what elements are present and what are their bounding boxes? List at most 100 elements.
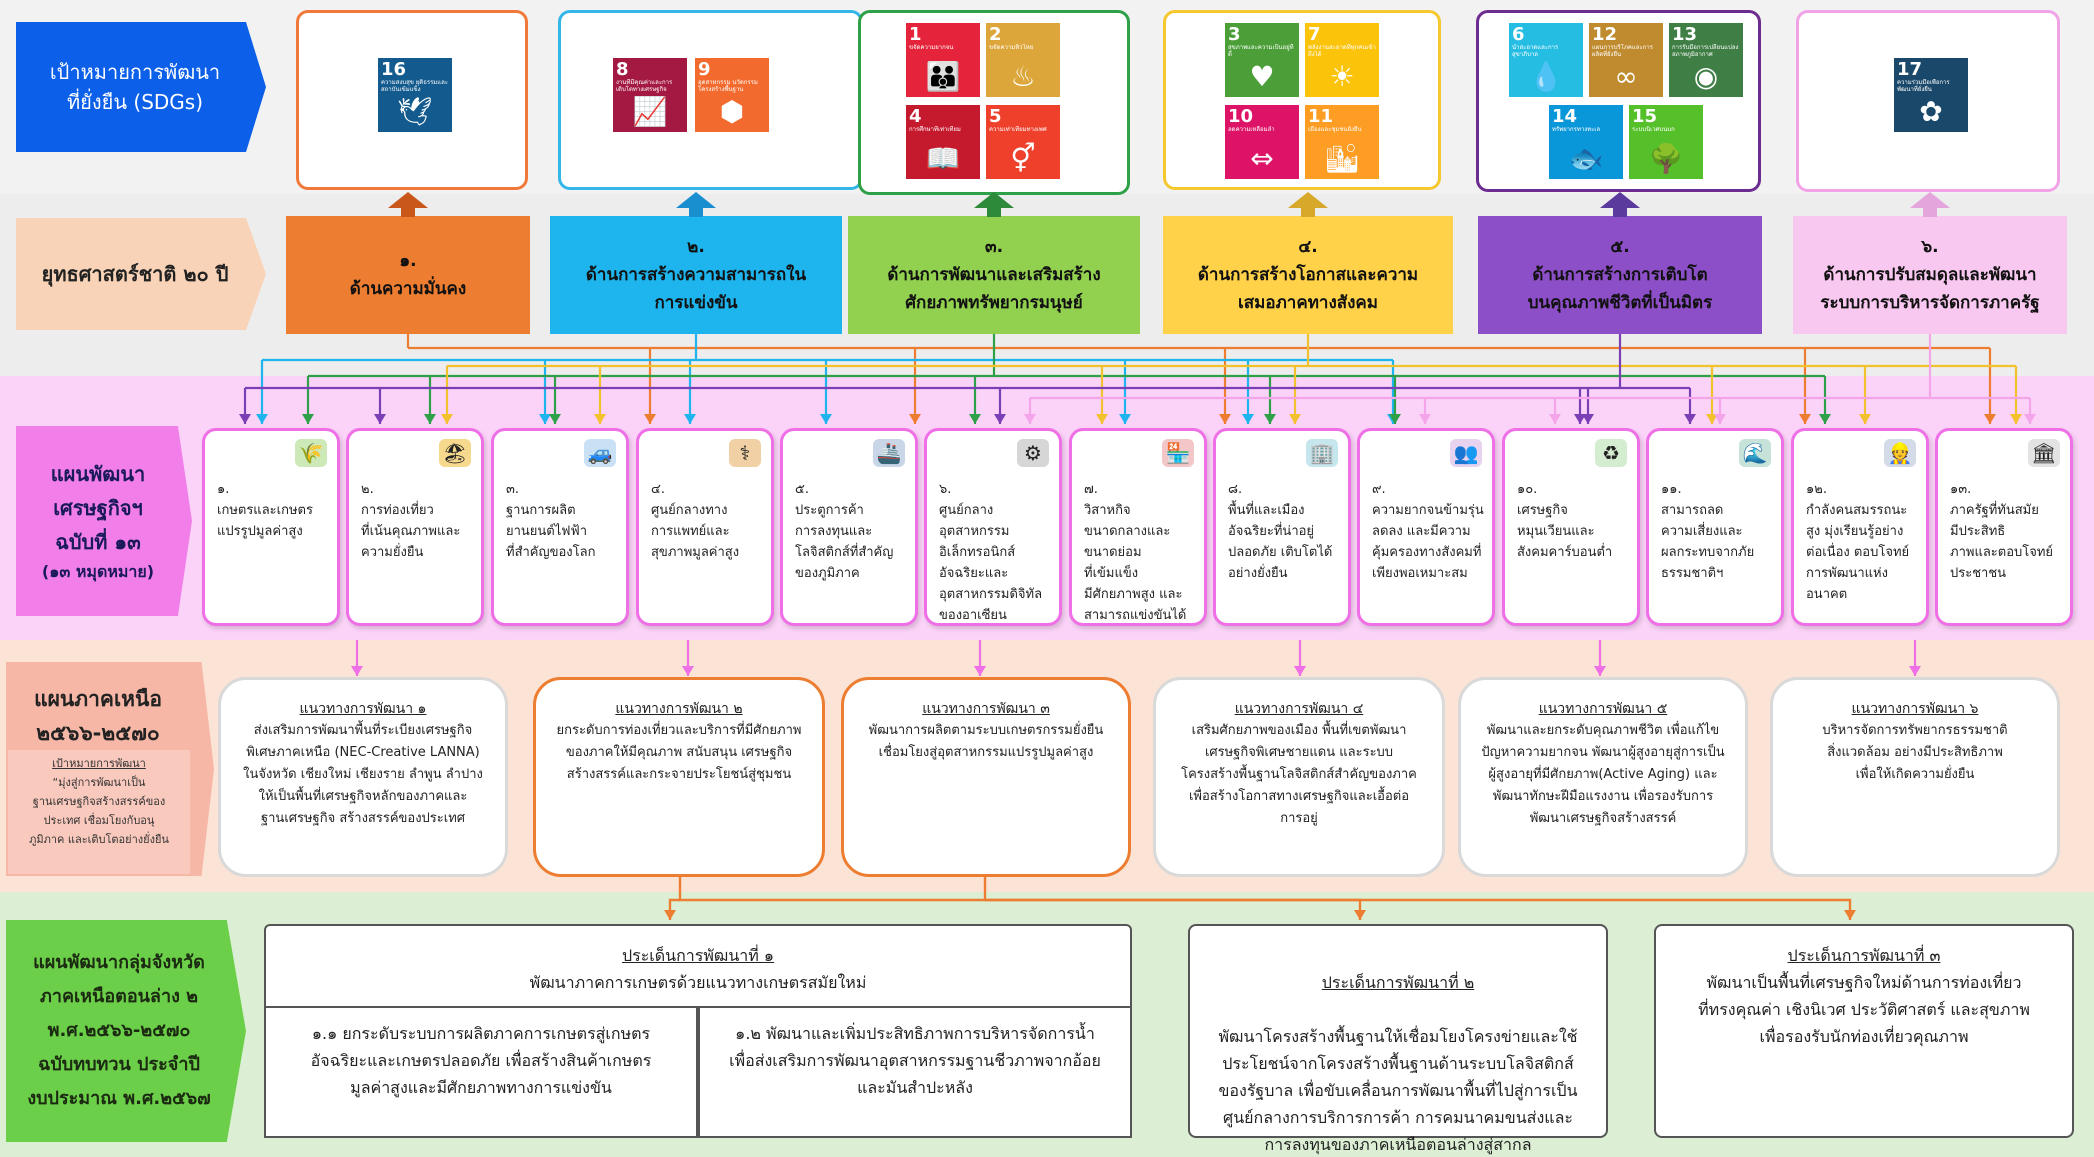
milestone-title: ประตูการค้า การลงทุนและ โลจิสติกส์ที่สำค… — [795, 503, 894, 581]
milestone-6-card: ⚙๖.ศูนย์กลาง อุตสาหกรรม อิเล็กทรอนิกส์ อ… — [924, 428, 1062, 626]
arrowhead — [994, 414, 1006, 424]
family-icon: 👪 — [925, 60, 961, 93]
milestone-12-card: 👷๑๒.กำลังคนสมรรถนะ สูง มุ่งเรียนรู้อย่าง… — [1791, 428, 1929, 626]
approach-title: แนวทางการพัฒนา ๑ — [299, 701, 427, 717]
sdg-title: ลดความเหลื่อมล้ำ — [1228, 126, 1275, 133]
sdg-number: 17 — [1897, 59, 1923, 80]
city-icon: 🏙 — [1324, 142, 1360, 175]
strategy-to-sdg-arrow — [1600, 192, 1640, 208]
equality-icon: ⇔ — [1250, 142, 1274, 175]
milestone-number: ๑๐. — [1517, 482, 1538, 497]
arrowhead — [1242, 414, 1254, 424]
sdg-title: การรับมือการเปลี่ยนแปลงสภาพภูมิอากาศ — [1672, 44, 1739, 58]
fish-icon: 🐟 — [1568, 142, 1604, 175]
arrowhead — [1574, 414, 1586, 424]
approach-title: แนวทางการพัฒนา ๔ — [1234, 701, 1364, 717]
milestone-number: ๒. — [361, 482, 374, 497]
regional-goal-box: เป้าหมายการพัฒนา “มุ่งสู่การพัฒนาเป็น ฐา… — [8, 750, 190, 874]
arrowhead — [424, 414, 436, 424]
approach-text: ยกระดับการท่องเที่ยวและบริการที่มีศักยภา… — [556, 723, 802, 782]
arrowhead — [1984, 414, 1996, 424]
arrowhead — [374, 414, 386, 424]
sdg-title: ระบบนิเวศบนบก — [1632, 126, 1675, 133]
arrowhead — [1594, 666, 1606, 676]
arrowhead — [256, 414, 268, 424]
issue-2-text: พัฒนาโครงสร้างพื้นฐานให้เชื่อมโยงโครงข่า… — [1218, 1027, 1578, 1154]
milestone-9-card: 👥๙.ความยากจนข้ามรุ่น ลดลง และมีความ คุ้ม… — [1357, 428, 1495, 626]
sub-issue-1-2-box: ๑.๒ พัฒนาและเพิ่มประสิทธิภาพการบริหารจัด… — [698, 1006, 1132, 1138]
sdg-number: 11 — [1308, 106, 1334, 127]
book-icon: 📖 — [925, 142, 961, 175]
arrowhead — [682, 666, 694, 676]
milestone-title: ศูนย์กลางทาง การแพทย์และ สุขภาพมูลค่าสูง — [651, 503, 740, 560]
approach-text: พัฒนาการผลิตตามระบบเกษตรกรรมยั่งยืน เชื่… — [868, 723, 1104, 760]
strategy-to-sdg-arrow — [1288, 192, 1328, 208]
milestone-2-card: 🏖๒.การท่องเที่ยว ที่เน้นคุณภาพและ ความยั… — [346, 428, 484, 626]
milestone-title: เกษตรและเกษตร แปรรูปมูลค่าสูง — [217, 503, 313, 539]
issue-3-box: ประเด็นการพัฒนาที่ ๓ พัฒนาเป็นพื้นที่เศร… — [1654, 924, 2074, 1138]
arrowhead — [1419, 414, 1431, 424]
strategy-title: ด้านการปรับสมดุลและพัฒนา ระบบการบริหารจั… — [1820, 265, 2040, 313]
sdg-number: 10 — [1228, 106, 1254, 127]
nesdp-label-sub: (๑๓ หมุดหมาย) — [41, 562, 155, 581]
workforce-icon: 👷 — [1884, 439, 1916, 467]
arrowhead — [594, 414, 606, 424]
arrowhead — [664, 910, 676, 920]
sdg-title: การศึกษาที่เท่าเทียม — [909, 126, 961, 133]
milestone-11-card: 🌊๑๑.สามารถลด ความเสี่ยงและ ผลกระทบจากภัย… — [1646, 428, 1784, 626]
approach-3-box: แนวทางการพัฒนา ๓พัฒนาการผลิตตามระบบเกษตร… — [841, 677, 1131, 877]
sdg-number: 13 — [1672, 24, 1698, 45]
milestone-title: การท่องเที่ยว ที่เน้นคุณภาพและ ความยั่งย… — [361, 503, 461, 560]
milestone-number: ๗. — [1084, 482, 1098, 497]
milestone-13-card: 🏛๑๓.ภาครัฐที่ทันสมัย มีประสิทธิ ภาพและตอ… — [1935, 428, 2073, 626]
milestone-number: ๑๓. — [1950, 482, 1972, 497]
tree-icon: 🌳 — [1648, 142, 1684, 175]
strategy-title: ด้านการสร้างโอกาสและความ เสมอภาคทางสังคม — [1197, 265, 1419, 313]
arrowhead — [1354, 910, 1366, 920]
growth-icon: 📈 — [632, 95, 668, 128]
sdg-title: อุตสาหกรรม นวัตกรรม โครงสร้างพื้นฐาน — [698, 79, 758, 93]
arrowhead — [441, 414, 453, 424]
heartbeat-icon: ♥ — [1249, 60, 1275, 93]
arrowhead — [1294, 666, 1306, 676]
landscape-icon: 🌊 — [1739, 439, 1771, 467]
arrowhead — [2024, 414, 2036, 424]
regional-label-title: แผนภาคเหนือ ๒๕๖๖-๒๕๗๐ — [34, 687, 162, 745]
milestone-number: ๖. — [939, 482, 952, 497]
approach-6-box: แนวทางการพัฒนา ๖บริหารจัดการทรัพยากรธรรม… — [1770, 677, 2060, 877]
regional-row-label: แผนภาคเหนือ ๒๕๖๖-๒๕๗๐ เป้าหมายการพัฒนา “… — [6, 662, 214, 876]
agriculture-icon: 🌾 — [295, 439, 327, 467]
strategy-3-box: ๓.ด้านการพัฒนาและเสริมสร้าง ศักยภาพทรัพย… — [848, 216, 1140, 334]
issue-3-title: ประเด็นการพัฒนาที่ ๓ — [1787, 946, 1941, 965]
approach-title: แนวทางการพัฒนา ๒ — [615, 701, 743, 717]
milestone-number: ๘. — [1228, 482, 1243, 497]
milestone-title: กำลังคนสมรรถนะ สูง มุ่งเรียนรู้อย่าง ต่อ… — [1806, 503, 1910, 602]
issue-1-title: ประเด็นการพัฒนาที่ ๑ — [621, 946, 775, 965]
strategy-number: ๔. — [1298, 237, 1318, 257]
sdg-title: แผนการบริโภคและการผลิตที่ยั่งยืน — [1592, 44, 1653, 58]
sdg-title: ทรัพยากรทางทะเล — [1552, 126, 1601, 133]
strategy-5-box: ๕.ด้านการสร้างการเติบโต บนคุณภาพชีวิตที่… — [1478, 216, 1762, 334]
approach-2-box: แนวทางการพัฒนา ๒ยกระดับการท่องเที่ยวและบ… — [533, 677, 825, 877]
milestone-title: ความยากจนข้ามรุ่น ลดลง และมีความ คุ้มครอ… — [1372, 503, 1484, 581]
milestone-title: พื้นที่และเมือง อัจฉริยะที่น่าอยู่ ปลอดภ… — [1228, 503, 1333, 581]
strategy-to-sdg-arrow-stem — [987, 207, 1001, 217]
milestone-10-card: ♻๑๐.เศรษฐกิจ หมุนเวียนและ สังคมคาร์บอนต่… — [1502, 428, 1640, 626]
strategy-to-sdg-arrow-stem — [401, 207, 415, 217]
milestone-number: ๔. — [651, 482, 665, 497]
sdg-number: 14 — [1552, 106, 1578, 127]
arrowhead — [820, 414, 832, 424]
approach-text: พัฒนาและยกระดับคุณภาพชีวิต เพื่อแก้ไข ปั… — [1481, 723, 1725, 826]
arrowhead — [1264, 414, 1276, 424]
